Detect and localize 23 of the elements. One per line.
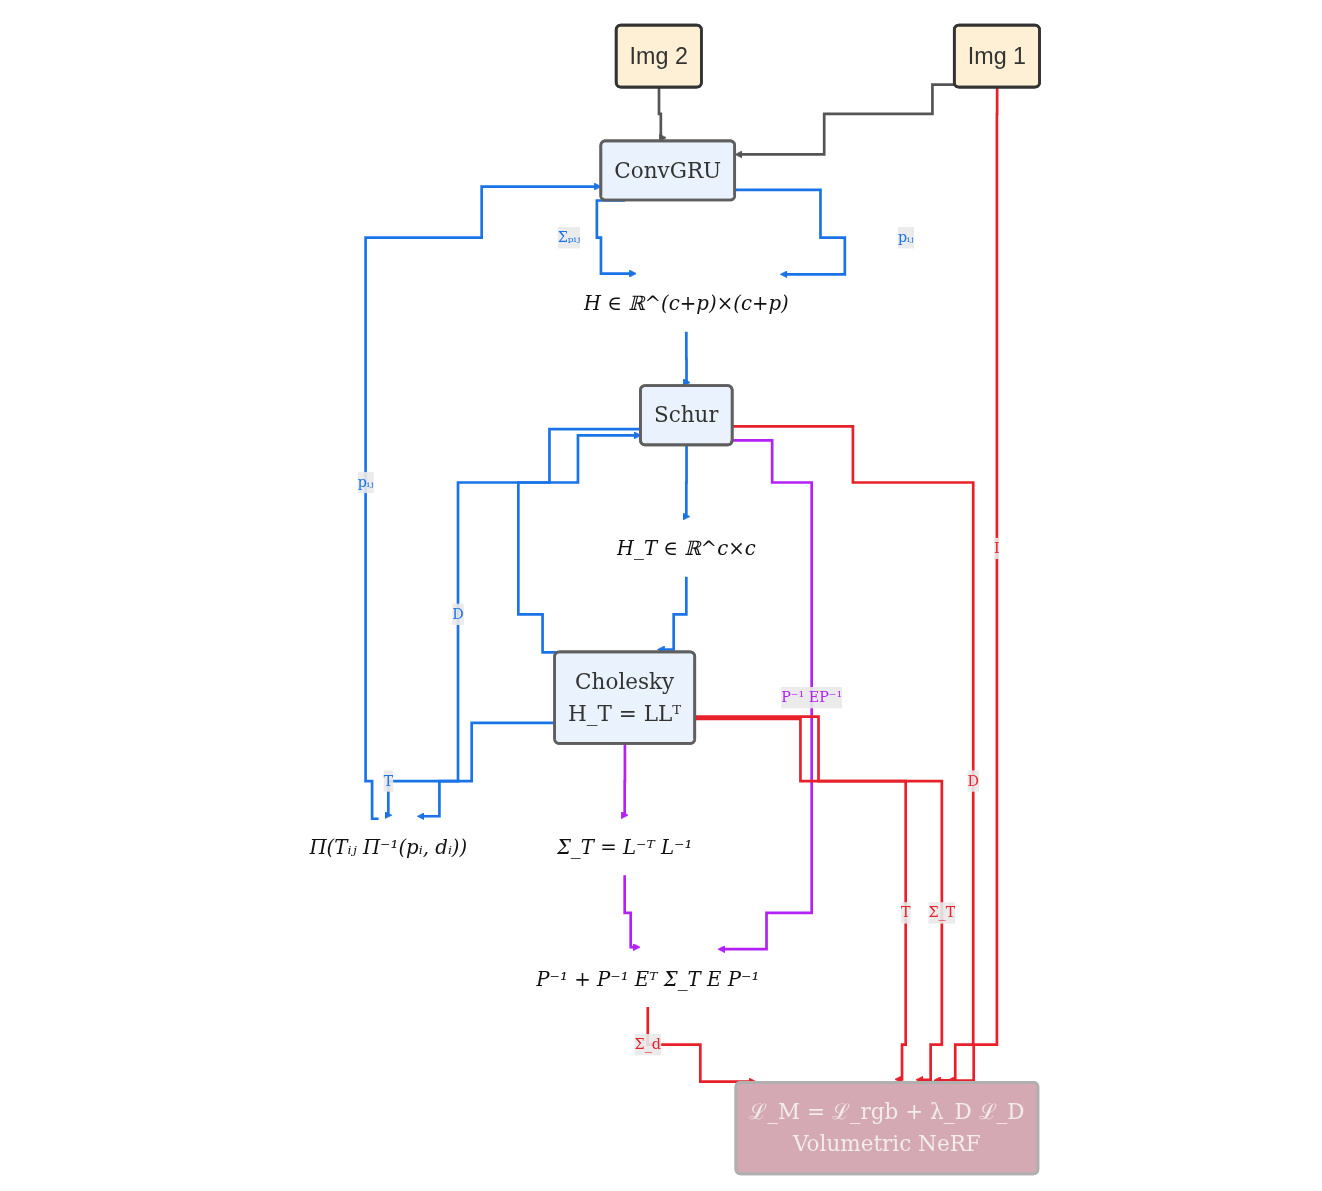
- node-text: Π(Tᵢⱼ Π⁻¹(pᵢ, dᵢ)): [309, 835, 468, 859]
- arrow: [623, 873, 641, 952]
- arrow: [734, 83, 956, 159]
- node-text: Σ_T = L⁻ᵀ L⁻¹: [556, 835, 693, 859]
- arrow: [595, 199, 637, 278]
- arrow: [735, 188, 847, 279]
- edge-label: T: [383, 772, 394, 790]
- arrow: [416, 427, 641, 821]
- edge-label: pᵢⱼ: [357, 473, 374, 491]
- edge-label: pᵢⱼ: [897, 228, 914, 246]
- edge-label: I: [994, 539, 1000, 557]
- arrow: [646, 1005, 757, 1086]
- edge-label: Σₚᵢⱼ: [557, 228, 581, 246]
- edge-label: D: [452, 605, 464, 623]
- node-text: H_T ∈ ℝ^c×c: [616, 537, 756, 560]
- edge-label: Σ_d: [634, 1035, 662, 1053]
- edge-label: T: [900, 903, 911, 921]
- edge-label: P⁻¹ EP⁻¹: [781, 688, 843, 706]
- edge-label: Σ_T: [928, 903, 956, 921]
- arrow: [717, 438, 814, 954]
- node-text: P⁻¹ + P⁻¹ Eᵀ Σ_T E P⁻¹: [536, 967, 760, 991]
- node-text: H ∈ ℝ^(c+p)×(c+p): [583, 292, 789, 315]
- edge-label: D: [967, 772, 979, 790]
